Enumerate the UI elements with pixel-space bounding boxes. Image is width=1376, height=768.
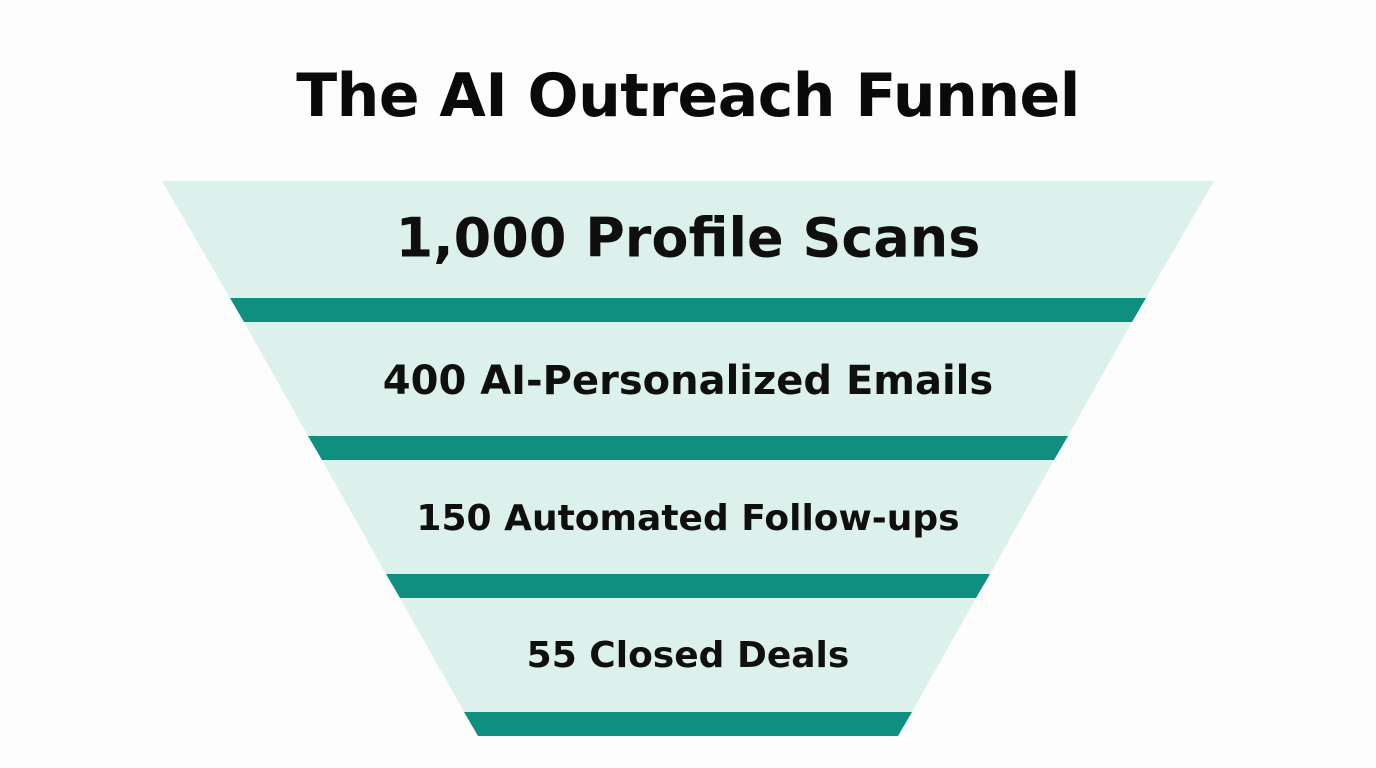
funnel-band-accent-2 (308, 436, 1068, 460)
funnel-band-accent-4 (464, 712, 912, 736)
diagram-title: The AI Outreach Funnel (296, 61, 1080, 131)
funnel-band-4 (400, 598, 976, 712)
funnel-stage-2: 400 AI-Personalized Emails (244, 322, 1132, 460)
stage-label-1: 1,000 Profile Scans (396, 207, 981, 270)
stage-label-2: 400 AI-Personalized Emails (383, 358, 993, 404)
funnel-band-accent-3 (386, 574, 990, 598)
stage-label-4: 55 Closed Deals (527, 635, 850, 676)
funnel-band-1 (162, 181, 1214, 298)
funnel-band-accent-1 (230, 298, 1146, 322)
funnel-band-3 (322, 460, 1054, 574)
funnel-stage-4: 55 Closed Deals (400, 598, 976, 736)
funnel-stage-3: 150 Automated Follow-ups (322, 460, 1054, 598)
funnel-stage-1: 1,000 Profile Scans (162, 181, 1214, 322)
stage-label-3: 150 Automated Follow-ups (416, 498, 959, 539)
funnel-band-2 (244, 322, 1132, 436)
